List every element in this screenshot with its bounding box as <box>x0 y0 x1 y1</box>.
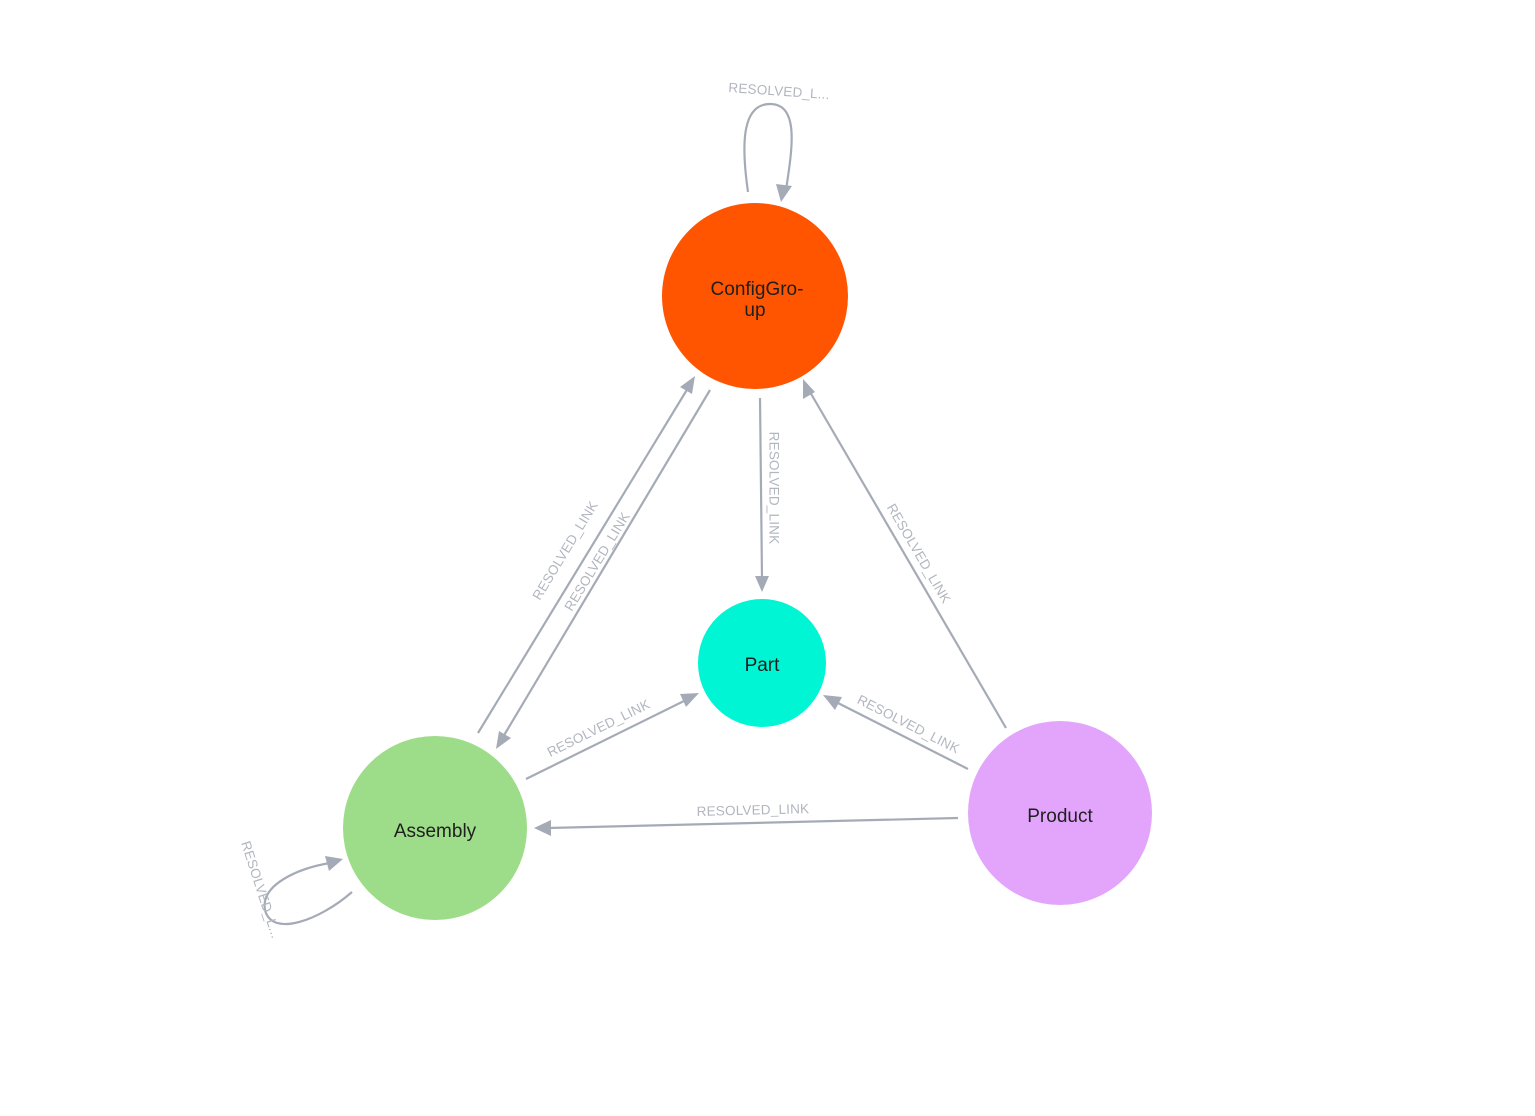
node-circle[interactable] <box>968 721 1152 905</box>
rel-label: RESOLVED_L... <box>728 80 830 102</box>
rel-product-assembly[interactable]: RESOLVED_LINK <box>534 801 959 836</box>
rel-label: RESOLVED_L... <box>238 839 284 940</box>
rel-label: RESOLVED_LINK <box>855 692 962 757</box>
rel-product-configgroup[interactable]: RESOLVED_LINK <box>803 379 1007 729</box>
node-part[interactable]: Part <box>698 599 826 727</box>
rel-assembly-self[interactable]: RESOLVED_L... <box>238 839 353 940</box>
rel-product-part[interactable]: RESOLVED_LINK <box>823 692 969 770</box>
rel-label: RESOLVED_LINK <box>884 501 954 606</box>
rel-label: RESOLVED_LINK <box>696 801 809 819</box>
rel-configgroup-part[interactable]: RESOLVED_LINK <box>755 397 781 592</box>
rel-label: RESOLVED_LINK <box>766 432 781 545</box>
rel-label: RESOLVED_LINK <box>545 696 653 759</box>
node-circle[interactable] <box>698 599 826 727</box>
node-assembly[interactable]: Assembly <box>343 736 527 920</box>
node-circle[interactable] <box>662 203 848 389</box>
rel-configgroup-assembly[interactable]: RESOLVED_LINK <box>496 389 711 749</box>
node-product[interactable]: Product <box>968 721 1152 905</box>
node-circle[interactable] <box>343 736 527 920</box>
rel-configgroup-self[interactable]: RESOLVED_L... <box>728 80 830 202</box>
rel-assembly-configgroup[interactable]: RESOLVED_LINK <box>477 376 695 734</box>
node-configgroup[interactable]: ConfigGro- up <box>662 203 848 389</box>
rel-assembly-part[interactable]: RESOLVED_LINK <box>525 693 699 780</box>
